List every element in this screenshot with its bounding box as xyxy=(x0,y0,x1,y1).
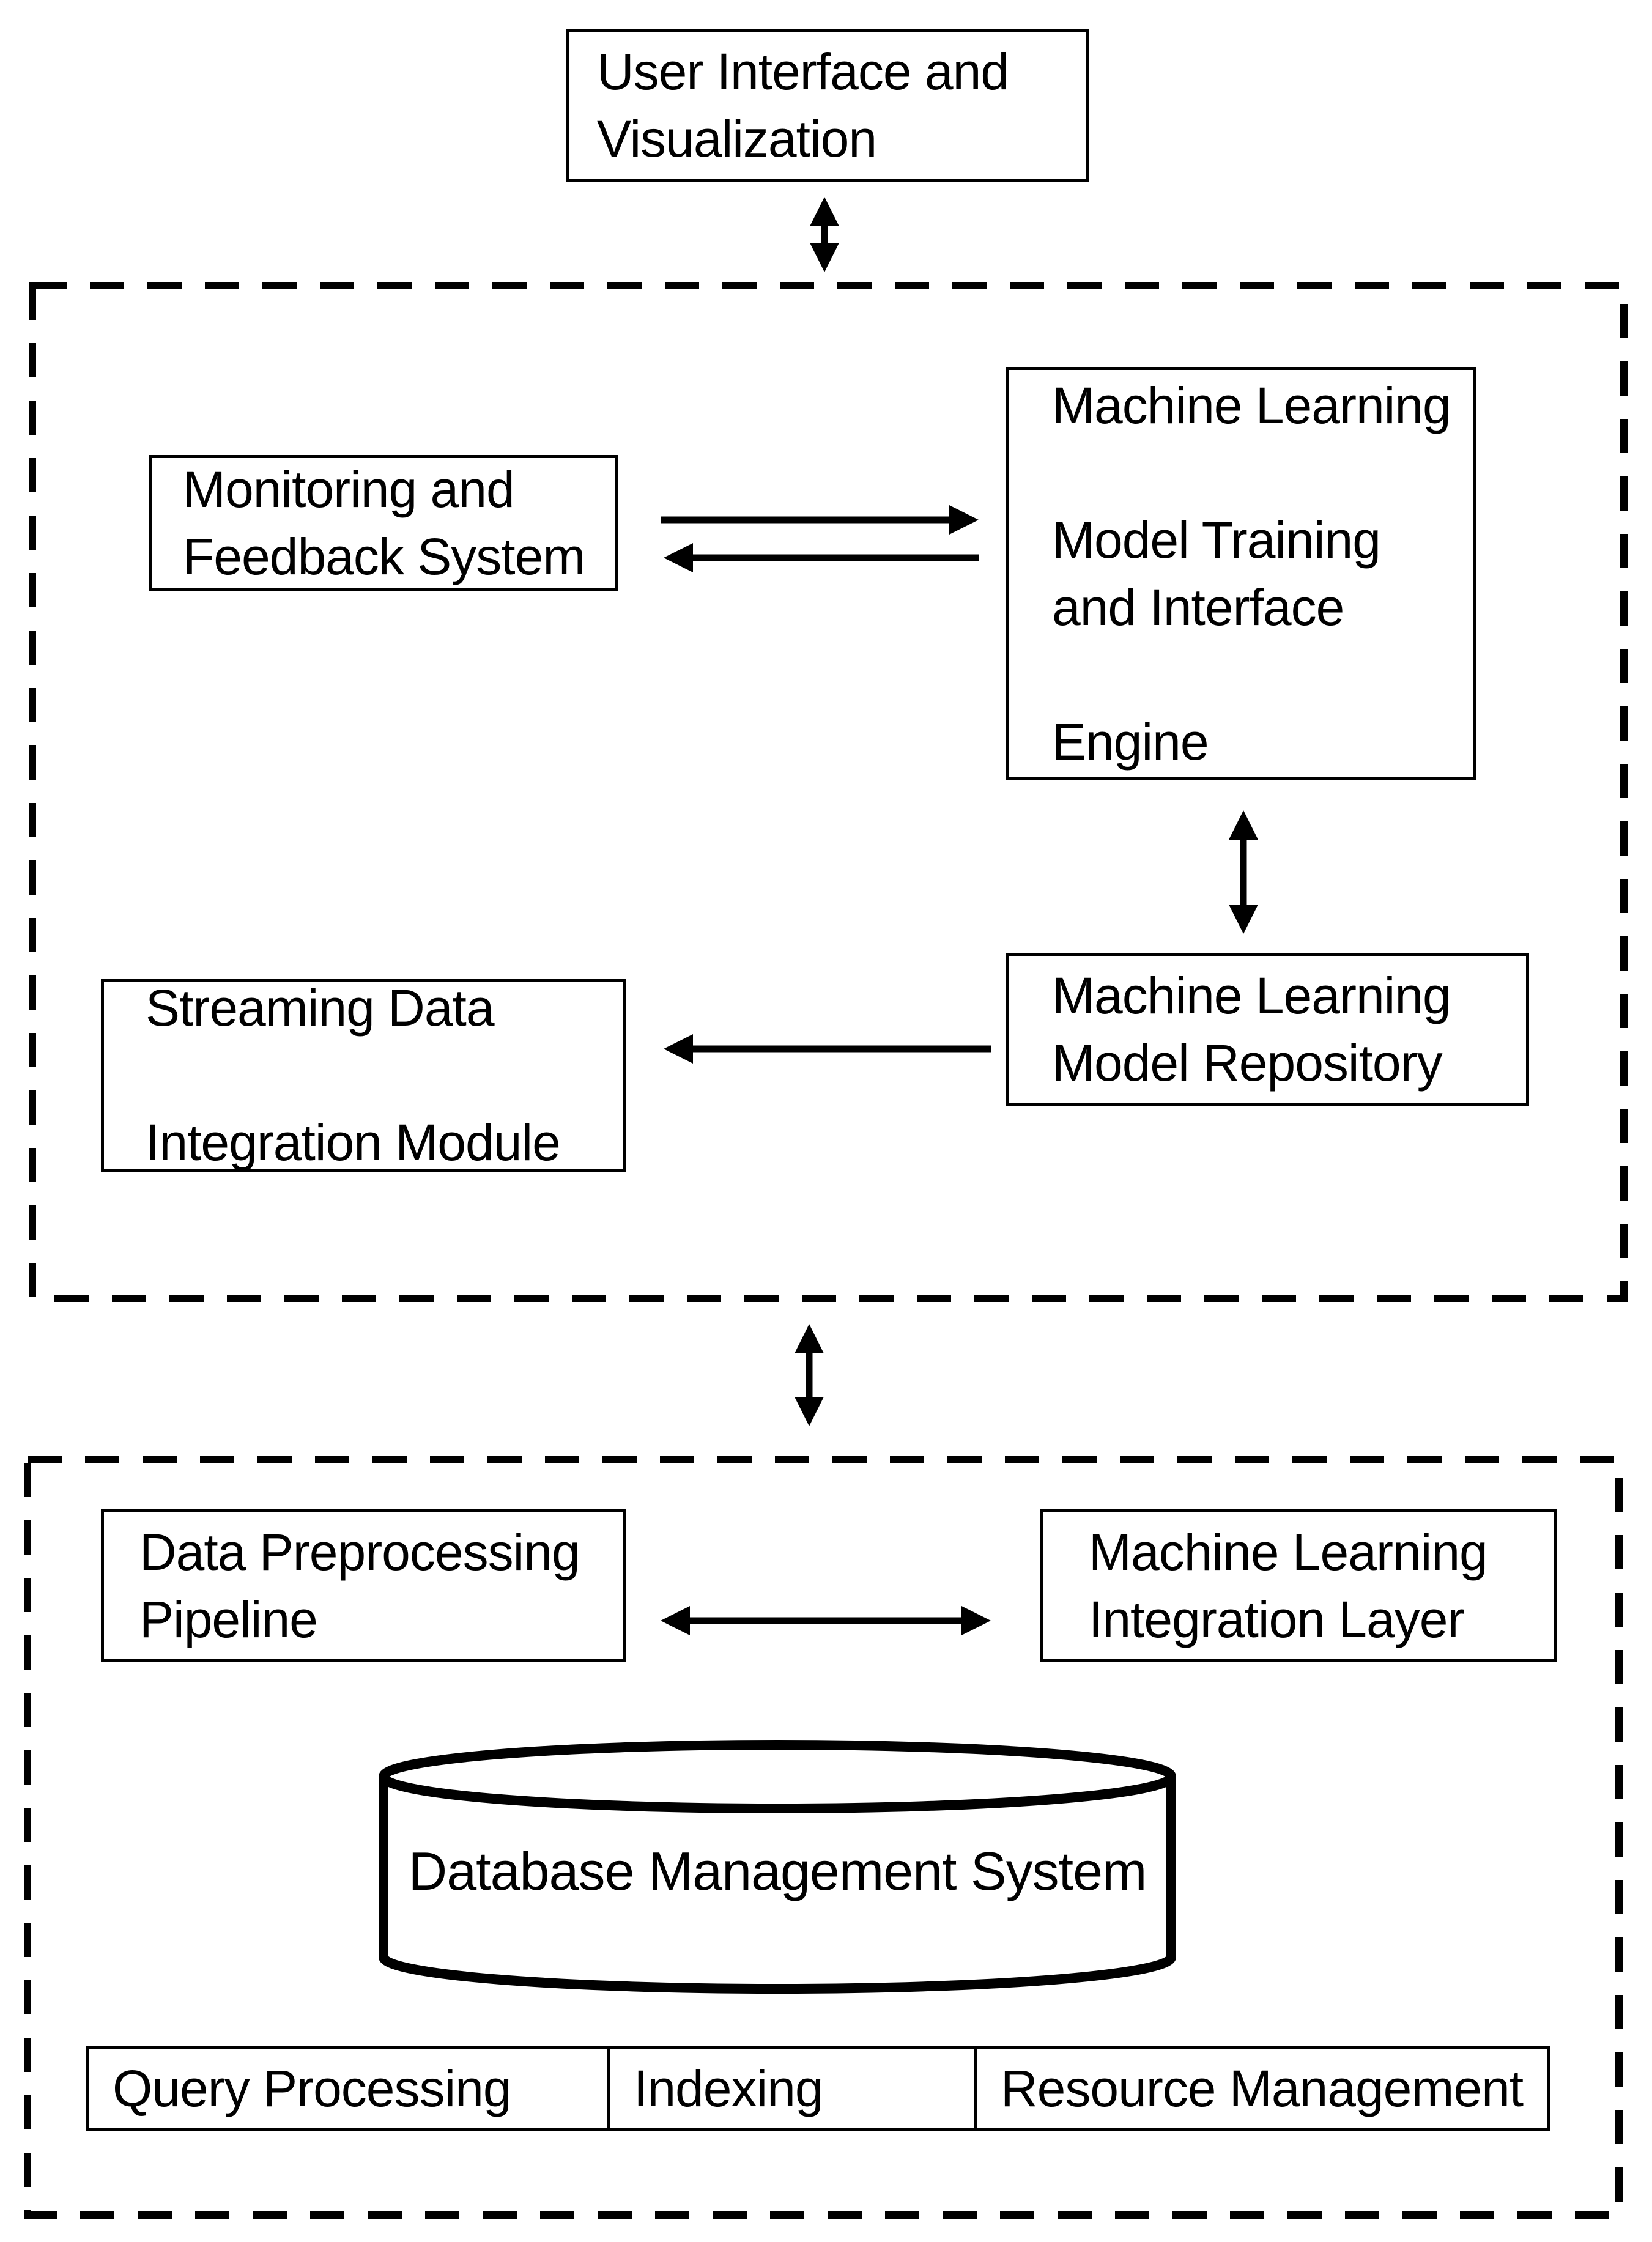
node-ml-model-training-interface-engine: Machine Learning Model Training and Inte… xyxy=(1006,367,1476,780)
node-ml-integration-layer: Machine Learning Integration Layer xyxy=(1040,1509,1557,1662)
arrow-ui-core-bidirectional-icon xyxy=(810,197,839,272)
node-database-management-system: Database Management System xyxy=(408,1841,1147,1901)
arrow-engine-repository-bidirectional-icon xyxy=(1229,810,1258,934)
core-system-dashed-frame xyxy=(29,282,1628,1302)
arrow-monitoring-to-engine-icon xyxy=(661,505,979,535)
arrow-core-datalayer-bidirectional-icon xyxy=(795,1324,824,1426)
node-user-interface-visualization: User Interface and Visualization xyxy=(566,29,1089,182)
dbms-component-indexing: Indexing xyxy=(610,2049,977,2128)
arrow-repository-to-streaming-icon xyxy=(664,1034,991,1064)
node-data-preprocessing-pipeline: Data Preprocessing Pipeline xyxy=(101,1509,626,1662)
node-ml-model-repository: Machine Learning Model Repository xyxy=(1006,953,1529,1106)
dbms-components-row: Query Processing Indexing Resource Manag… xyxy=(86,2046,1550,2131)
node-monitoring-feedback-system: Monitoring and Feedback System xyxy=(149,455,618,591)
dbms-component-resource-management: Resource Management xyxy=(1001,2059,1524,2117)
data-layer-dashed-frame xyxy=(24,1456,1623,2219)
dbms-component-query-processing: Query Processing xyxy=(89,2049,610,2128)
arrow-preprocessing-integration-bidirectional-icon xyxy=(661,1606,991,1635)
arrow-engine-to-monitoring-icon xyxy=(664,543,979,572)
node-streaming-data-integration-module: Streaming Data Integration Module xyxy=(101,979,626,1172)
database-cylinder-shape xyxy=(379,1740,1176,1994)
